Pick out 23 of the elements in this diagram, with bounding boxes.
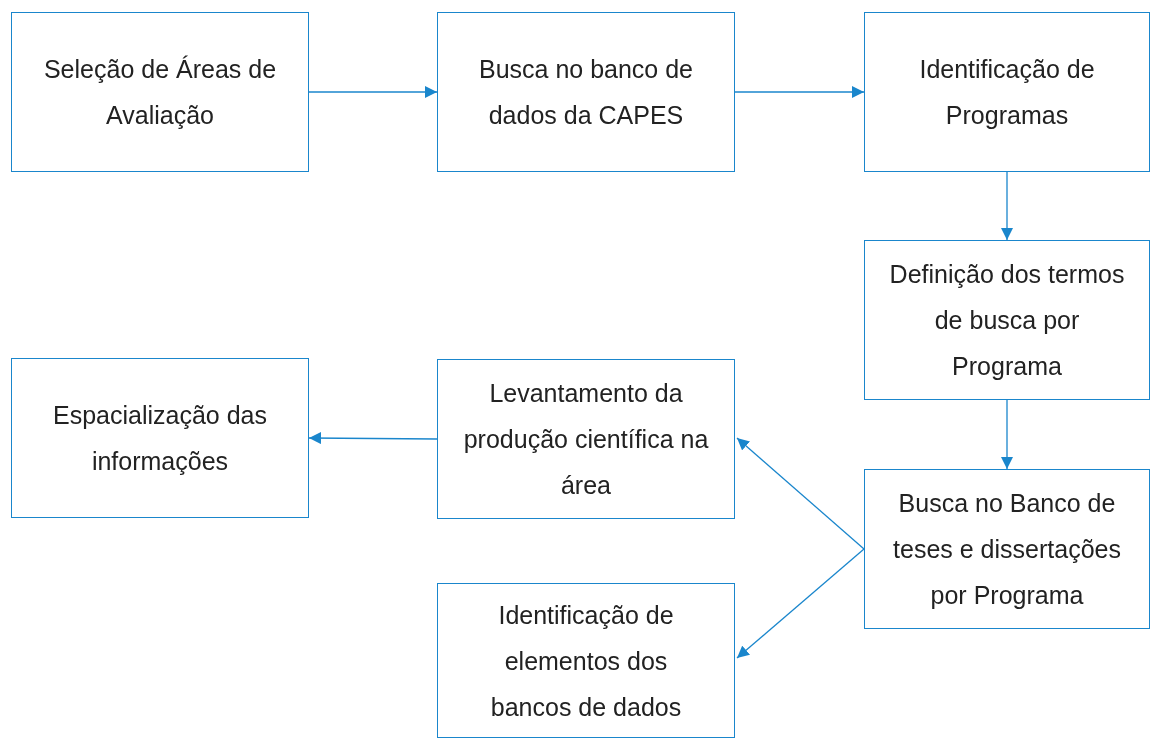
process-box xyxy=(11,358,309,518)
arrow xyxy=(736,548,865,659)
process-box xyxy=(437,12,735,172)
arrow xyxy=(1001,171,1013,241)
process-box xyxy=(11,12,309,172)
box-text: Identificação de elementos dos bancos de dados xyxy=(489,599,683,723)
box-text: Identificação de Programas xyxy=(918,54,1096,131)
box-text: Definição dos termos de busca por Programa xyxy=(888,259,1126,382)
box-text: Seleção de Áreas de Avaliação xyxy=(42,54,278,131)
arrow xyxy=(308,432,438,445)
process-box xyxy=(864,469,1150,629)
box-text: Busca no Banco de teses e dissertações por Programa xyxy=(892,488,1122,611)
box-text: Busca no banco de dados da CAPES xyxy=(477,54,695,131)
box-text: Espacialização das informações xyxy=(52,400,268,477)
arrow xyxy=(308,86,438,98)
arrow xyxy=(736,437,865,550)
process-box xyxy=(437,359,735,519)
arrow xyxy=(734,86,865,98)
arrow xyxy=(1001,399,1013,470)
process-box xyxy=(437,583,735,738)
process-box xyxy=(864,12,1150,172)
process-box xyxy=(864,240,1150,400)
box-text: Levantamento da produção científica na área xyxy=(462,378,710,501)
